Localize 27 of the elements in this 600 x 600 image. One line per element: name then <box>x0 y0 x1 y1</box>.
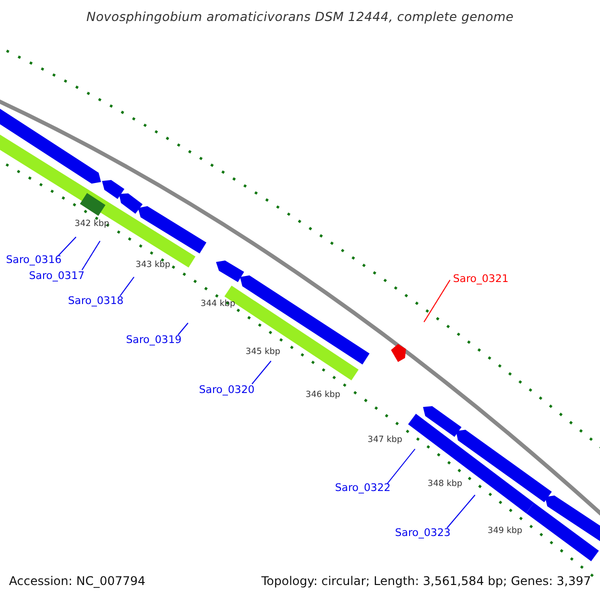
tick-label: 345 kbp <box>246 347 280 357</box>
leader-line <box>446 494 476 528</box>
leader-line <box>252 360 272 384</box>
gene-label: Saro_0323 <box>395 527 451 539</box>
tick-label: 342 kbp <box>74 219 110 229</box>
gene-label: Saro_0317 <box>29 270 85 282</box>
tick-label: 347 kbp <box>368 435 402 445</box>
tick-label: 348 kbp <box>428 479 462 489</box>
leader-line <box>178 322 188 336</box>
gene-label: Saro_0322 <box>335 482 391 494</box>
gene-label: Saro_0319 <box>126 334 182 346</box>
leader-line <box>58 236 76 256</box>
tick-label: 349 kbp <box>488 526 522 536</box>
tick-label: 344 kbp <box>200 299 236 309</box>
footer-text: Topology: circular; Length: 3,561,584 bp; Genes: 3,397 <box>261 574 591 588</box>
tick-label: 346 kbp <box>306 390 340 400</box>
footer-text: Accession: NC_007794 <box>9 574 146 588</box>
gene-label: Saro_0320 <box>199 384 255 396</box>
gene-label: Saro_0321 <box>453 273 509 285</box>
gene-label: Saro_0318 <box>68 295 124 307</box>
tick-label: 343 kbp <box>136 260 170 270</box>
leader-line <box>386 448 416 484</box>
diagram-title: Novosphingobium aromaticivorans DSM 12444, complete genome <box>85 9 515 24</box>
leader-line <box>120 276 134 296</box>
leader-line <box>82 240 100 270</box>
leader-line <box>424 280 450 322</box>
gene-label: Saro_0316 <box>6 254 62 266</box>
